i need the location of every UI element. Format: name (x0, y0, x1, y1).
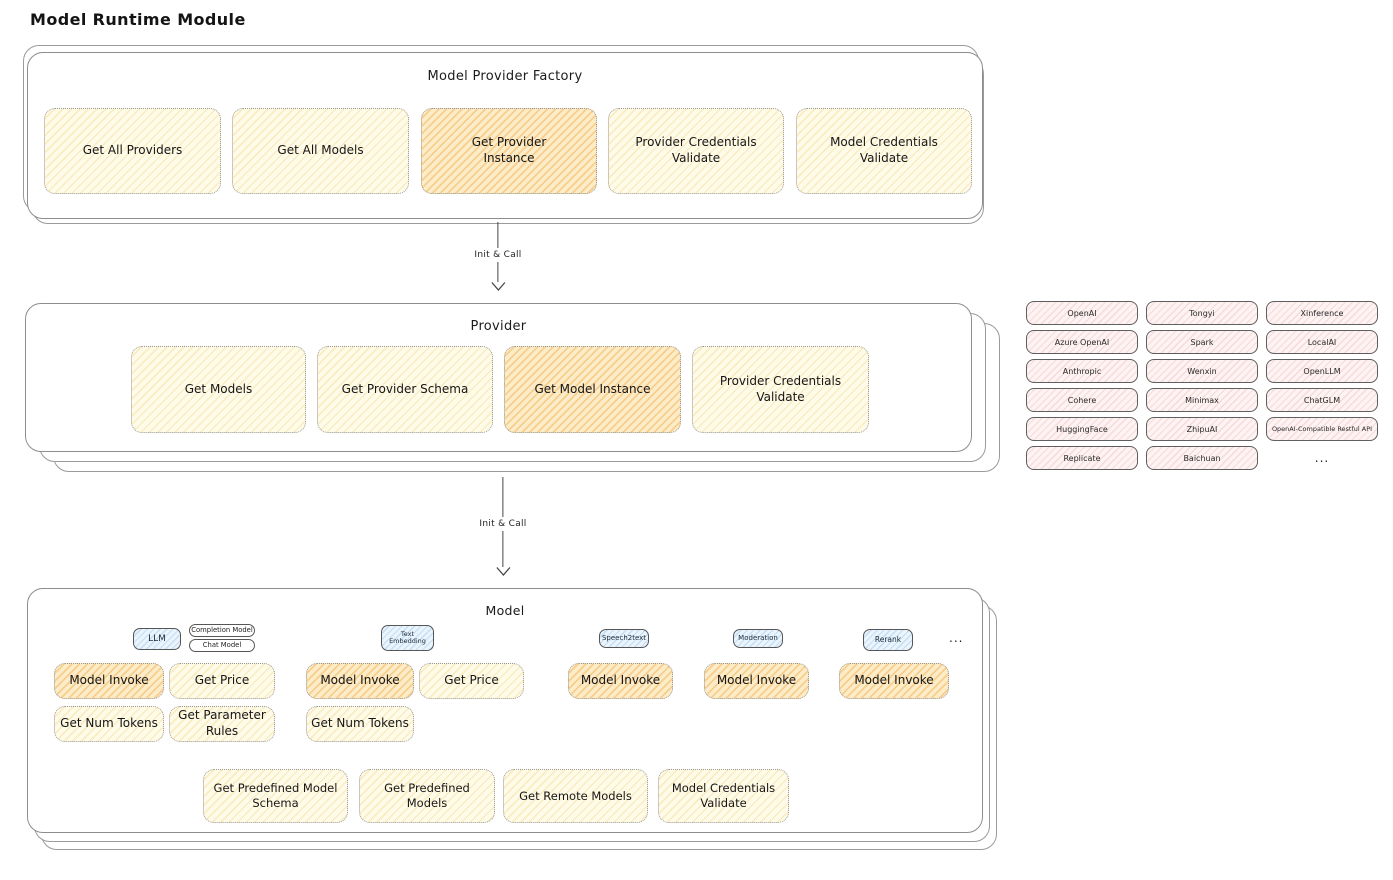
get-predefined-models-label: Get Predefined Models (384, 781, 470, 810)
get-remote-models-node: Get Remote Models (503, 769, 648, 823)
factory-get-all-models-label: Get All Models (277, 143, 364, 158)
vendor-zhipuai: ZhipuAI (1146, 417, 1258, 441)
vendor-localai: LocalAI (1266, 330, 1378, 354)
tag-llm: LLM (133, 628, 181, 650)
factory-get-provider-instance-node: Get Provider Instance (421, 108, 597, 194)
vendor-grid: OpenAI Tongyi Xinference Azure OpenAI Sp… (1026, 301, 1378, 470)
vendor-more-ellipsis: ... (1314, 451, 1330, 465)
llm-model-invoke-node: Model Invoke (54, 663, 164, 699)
provider-get-models-label: Get Models (184, 381, 253, 396)
arrowhead-icon (496, 567, 510, 576)
text-embedding-model-invoke-node: Model Invoke (306, 663, 414, 699)
vendor-baichuan: Baichuan (1146, 446, 1258, 470)
moderation-model-invoke-node: Model Invoke (704, 663, 809, 699)
factory-get-all-providers-node: Get All Providers (44, 108, 221, 194)
provider-get-models-node: Get Models (131, 346, 306, 433)
vendor-xinference: Xinference (1266, 301, 1378, 325)
tag-moderation: Moderation (733, 629, 783, 648)
text-embedding-get-num-tokens-node: Get Num Tokens (306, 706, 414, 742)
model-credentials-validate-label: Model Credentials Validate (671, 781, 776, 810)
provider-get-model-instance-node: Get Model Instance (504, 346, 681, 433)
arrow-line (497, 222, 499, 248)
factory-panel: Model Provider Factory Get All Providers… (27, 52, 983, 219)
provider-get-model-instance-label: Get Model Instance (534, 381, 651, 396)
get-predefined-model-schema-node: Get Predefined Model Schema (203, 769, 348, 823)
diagram-title: Model Runtime Module (30, 10, 246, 29)
vendor-anthropic: Anthropic (1026, 359, 1138, 383)
vendor-azure-openai: Azure OpenAI (1026, 330, 1138, 354)
llm-get-num-tokens-node: Get Num Tokens (54, 706, 164, 742)
tag-speech2text: Speech2text (599, 629, 649, 648)
tag-text-embedding-label: Text Embedding (389, 629, 426, 645)
get-predefined-models-node: Get Predefined Models (359, 769, 495, 823)
arrow-init-call-label: Init & Call (479, 519, 527, 529)
vendor-openai-compatible-restful-api: OpenAI-Compatible Restful API (1266, 417, 1378, 441)
provider-panel-title: Provider (470, 319, 527, 334)
model-types-more-ellipsis: ... (949, 631, 964, 645)
vendor-cohere: Cohere (1026, 388, 1138, 412)
text-embedding-get-price-node: Get Price (419, 663, 524, 699)
tag-text-embedding: Text Embedding (381, 625, 434, 651)
factory-get-all-models-node: Get All Models (232, 108, 409, 194)
model-panel: Model LLM Completion Model Chat Model Te… (27, 588, 983, 833)
arrow-line (502, 531, 504, 567)
factory-panel-title: Model Provider Factory (427, 69, 583, 84)
provider-get-provider-schema-node: Get Provider Schema (317, 346, 493, 433)
vendor-replicate: Replicate (1026, 446, 1138, 470)
tag-chat-model: Chat Model (189, 639, 255, 652)
get-remote-models-label: Get Remote Models (519, 788, 632, 803)
provider-credentials-validate-node: Provider Credentials Validate (692, 346, 869, 433)
arrow-line (502, 477, 504, 517)
vendor-openllm: OpenLLM (1266, 359, 1378, 383)
llm-get-price-node: Get Price (169, 663, 275, 699)
llm-get-parameter-rules-node: Get Parameter Rules (169, 706, 275, 742)
factory-provider-credentials-validate-label: Provider Credentials Validate (635, 135, 757, 165)
vendor-chatglm: ChatGLM (1266, 388, 1378, 412)
vendor-huggingface: HuggingFace (1026, 417, 1138, 441)
arrow-init-call-label: Init & Call (474, 250, 522, 260)
rerank-model-invoke-node: Model Invoke (839, 663, 949, 699)
llm-get-parameter-rules-label: Get Parameter Rules (178, 708, 266, 738)
factory-get-provider-instance-label: Get Provider Instance (471, 135, 547, 165)
factory-provider-credentials-validate-node: Provider Credentials Validate (608, 108, 784, 194)
arrow-provider-to-model: Init & Call (476, 477, 529, 576)
provider-credentials-validate-label: Provider Credentials Validate (719, 373, 842, 404)
model-credentials-validate-node: Model Credentials Validate (658, 769, 789, 823)
get-predefined-model-schema-label: Get Predefined Model Schema (213, 781, 338, 810)
arrow-factory-to-provider: Init & Call (471, 222, 524, 291)
tag-rerank: Rerank (863, 629, 913, 651)
speech2text-model-invoke-node: Model Invoke (568, 663, 673, 699)
vendor-minimax: Minimax (1146, 388, 1258, 412)
tag-completion-model: Completion Model (189, 624, 255, 637)
vendor-wenxin: Wenxin (1146, 359, 1258, 383)
arrow-line (497, 262, 499, 282)
provider-get-provider-schema-label: Get Provider Schema (341, 381, 469, 396)
vendor-spark: Spark (1146, 330, 1258, 354)
model-panel-title: Model (485, 603, 525, 618)
arrowhead-icon (491, 282, 505, 291)
factory-get-all-providers-label: Get All Providers (82, 143, 183, 158)
vendor-openai: OpenAI (1026, 301, 1138, 325)
vendor-tongyi: Tongyi (1146, 301, 1258, 325)
provider-panel: Provider Get Models Get Provider Schema … (25, 303, 972, 452)
factory-model-credentials-validate-label: Model Credentials Validate (830, 135, 938, 165)
factory-model-credentials-validate-node: Model Credentials Validate (796, 108, 972, 194)
